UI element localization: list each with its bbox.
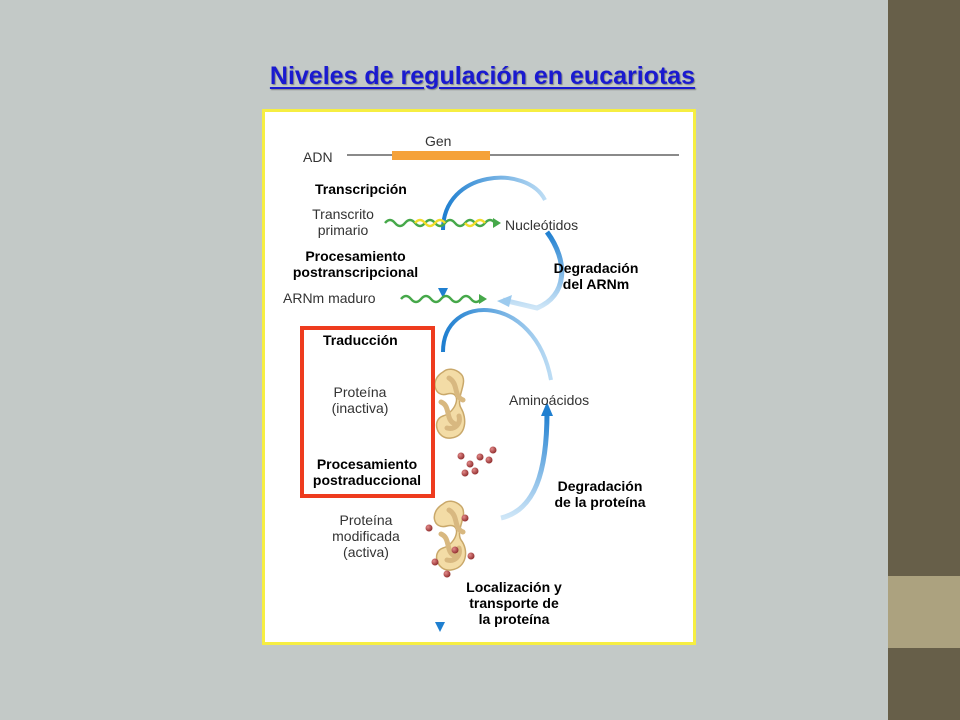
post-transcriptional-label: Procesamiento postranscripcional — [292, 248, 419, 280]
arrowhead — [541, 402, 553, 416]
arrowhead — [435, 622, 445, 632]
amino-acids-label: Aminoácidos — [509, 392, 590, 408]
translation-highlight-box — [300, 326, 435, 498]
localization-label: Localización y transporte de la proteína — [466, 579, 562, 627]
mrna-degradation-arc — [502, 230, 565, 311]
inactive-protein — [434, 368, 466, 439]
slide-title: Niveles de regulación en eucariotas — [269, 62, 696, 90]
modified-protein — [425, 500, 475, 578]
side-strip — [888, 0, 960, 720]
amino-acid-beads — [457, 446, 497, 477]
nucleotides-label: Nucleótidos — [505, 217, 579, 233]
arrowhead — [438, 288, 448, 298]
transcription-arc — [441, 175, 547, 231]
primary-transcript-label: Transcrito primario — [312, 206, 374, 238]
gene-label: Gen — [425, 133, 452, 149]
regulation-diagram: Gen ADN Transcripción Transcrito primari… — [262, 109, 696, 645]
mature-mrna-wave — [400, 294, 482, 304]
post-translational-label: Procesamiento postraduccional — [312, 456, 422, 488]
modified-protein-label: Proteína modificada (activa) — [332, 512, 400, 560]
arrowhead — [497, 295, 512, 307]
protein-degradation-arc — [500, 411, 550, 521]
translation-label: Traducción — [323, 332, 398, 348]
protein-degradation-label: Degradación de la proteína — [554, 478, 646, 510]
side-strip-accent — [888, 576, 960, 648]
gene-segment — [392, 151, 490, 160]
inactive-protein-label: Proteína (inactiva) — [331, 384, 389, 416]
primary-transcript-yellow — [414, 218, 486, 228]
arrowhead — [479, 294, 487, 304]
translation-arc — [441, 308, 553, 381]
mature-mrna-label: ARNm maduro — [283, 290, 376, 306]
arrowhead — [493, 218, 501, 228]
mrna-degradation-label: Degradación del ARNm — [553, 260, 639, 292]
diagram-graphics — [347, 151, 679, 632]
transcription-label: Transcripción — [315, 181, 407, 197]
dna-label: ADN — [303, 149, 333, 165]
